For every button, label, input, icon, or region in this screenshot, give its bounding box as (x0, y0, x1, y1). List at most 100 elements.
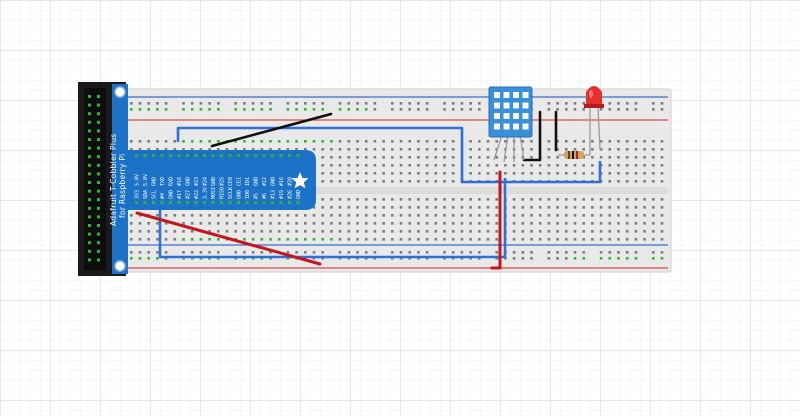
red-wire-sensor-power[interactable] (490, 170, 502, 270)
terminal-hole[interactable] (382, 140, 385, 143)
rail-hole[interactable] (608, 251, 612, 254)
terminal-hole[interactable] (147, 222, 150, 225)
terminal-hole[interactable] (347, 206, 351, 209)
rail-hole[interactable] (556, 108, 559, 111)
terminal-hole[interactable] (417, 164, 420, 167)
rail-hole[interactable] (582, 102, 585, 105)
terminal-hole[interactable] (556, 140, 559, 143)
terminal-hole[interactable] (190, 238, 194, 241)
rail-hole[interactable] (138, 108, 142, 111)
terminal-hole[interactable] (660, 206, 664, 209)
rail-hole[interactable] (199, 108, 203, 111)
rail-hole[interactable] (634, 257, 638, 260)
terminal-hole[interactable] (190, 148, 194, 151)
rail-hole[interactable] (556, 251, 559, 254)
terminal-hole[interactable] (495, 172, 498, 175)
terminal-hole[interactable] (243, 214, 246, 217)
terminal-hole[interactable] (243, 230, 246, 233)
terminal-hole[interactable] (660, 222, 664, 225)
terminal-hole[interactable] (634, 172, 638, 175)
terminal-hole[interactable] (330, 198, 333, 201)
terminal-hole[interactable] (356, 230, 359, 233)
terminal-hole[interactable] (338, 148, 342, 151)
terminal-hole[interactable] (660, 180, 664, 183)
terminal-hole[interactable] (364, 206, 368, 209)
rail-hole[interactable] (608, 108, 612, 111)
terminal-hole[interactable] (625, 206, 629, 209)
terminal-hole[interactable] (660, 140, 664, 143)
terminal-hole[interactable] (347, 180, 351, 183)
terminal-hole[interactable] (199, 222, 203, 225)
rail-hole[interactable] (156, 251, 159, 254)
terminal-hole[interactable] (478, 222, 481, 225)
terminal-hole[interactable] (617, 214, 620, 217)
terminal-hole[interactable] (199, 148, 203, 151)
terminal-hole[interactable] (199, 214, 203, 217)
rail-hole[interactable] (251, 102, 255, 105)
terminal-hole[interactable] (356, 156, 359, 159)
terminal-hole[interactable] (408, 148, 411, 151)
terminal-hole[interactable] (399, 172, 403, 175)
rail-hole[interactable] (391, 102, 394, 105)
terminal-hole[interactable] (582, 214, 585, 217)
terminal-hole[interactable] (660, 214, 664, 217)
rail-hole[interactable] (164, 102, 168, 105)
terminal-hole[interactable] (399, 164, 403, 167)
terminal-hole[interactable] (495, 238, 498, 241)
black-wire-sensor-ground[interactable] (522, 110, 542, 162)
terminal-hole[interactable] (425, 156, 429, 159)
terminal-hole[interactable] (599, 156, 603, 159)
terminal-hole[interactable] (156, 222, 159, 225)
terminal-hole[interactable] (182, 148, 185, 151)
terminal-hole[interactable] (652, 238, 655, 241)
terminal-hole[interactable] (643, 230, 646, 233)
terminal-hole[interactable] (434, 180, 438, 183)
rail-hole[interactable] (556, 257, 559, 260)
terminal-hole[interactable] (356, 238, 359, 241)
terminal-hole[interactable] (217, 230, 220, 233)
terminal-hole[interactable] (625, 238, 629, 241)
terminal-hole[interactable] (321, 140, 324, 143)
terminal-hole[interactable] (382, 156, 385, 159)
terminal-hole[interactable] (573, 206, 577, 209)
terminal-hole[interactable] (573, 172, 577, 175)
terminal-hole[interactable] (321, 172, 324, 175)
terminal-hole[interactable] (538, 222, 542, 225)
rail-hole[interactable] (190, 108, 194, 111)
terminal-hole[interactable] (625, 180, 629, 183)
terminal-hole[interactable] (469, 230, 472, 233)
terminal-hole[interactable] (364, 230, 368, 233)
terminal-hole[interactable] (356, 140, 359, 143)
rail-hole[interactable] (504, 257, 507, 260)
terminal-hole[interactable] (573, 230, 577, 233)
terminal-hole[interactable] (356, 164, 359, 167)
rail-hole[interactable] (660, 257, 664, 260)
terminal-hole[interactable] (408, 180, 411, 183)
rail-hole[interactable] (251, 251, 255, 254)
terminal-hole[interactable] (556, 148, 559, 151)
terminal-hole[interactable] (512, 198, 516, 201)
rail-hole[interactable] (234, 251, 237, 254)
terminal-hole[interactable] (399, 230, 403, 233)
rail-hole[interactable] (530, 251, 533, 254)
terminal-hole[interactable] (582, 206, 585, 209)
terminal-hole[interactable] (295, 140, 298, 143)
rail-hole[interactable] (617, 257, 620, 260)
terminal-hole[interactable] (608, 222, 612, 225)
rail-hole[interactable] (138, 102, 142, 105)
terminal-hole[interactable] (521, 206, 525, 209)
terminal-hole[interactable] (512, 206, 516, 209)
terminal-hole[interactable] (434, 214, 438, 217)
terminal-hole[interactable] (556, 172, 559, 175)
terminal-hole[interactable] (425, 172, 429, 175)
terminal-hole[interactable] (399, 180, 403, 183)
terminal-hole[interactable] (486, 156, 490, 159)
terminal-hole[interactable] (530, 230, 533, 233)
rail-hole[interactable] (286, 102, 290, 105)
terminal-hole[interactable] (617, 222, 620, 225)
terminal-hole[interactable] (391, 148, 394, 151)
terminal-hole[interactable] (451, 198, 455, 201)
terminal-hole[interactable] (660, 148, 664, 151)
terminal-hole[interactable] (538, 172, 542, 175)
terminal-hole[interactable] (504, 164, 507, 167)
